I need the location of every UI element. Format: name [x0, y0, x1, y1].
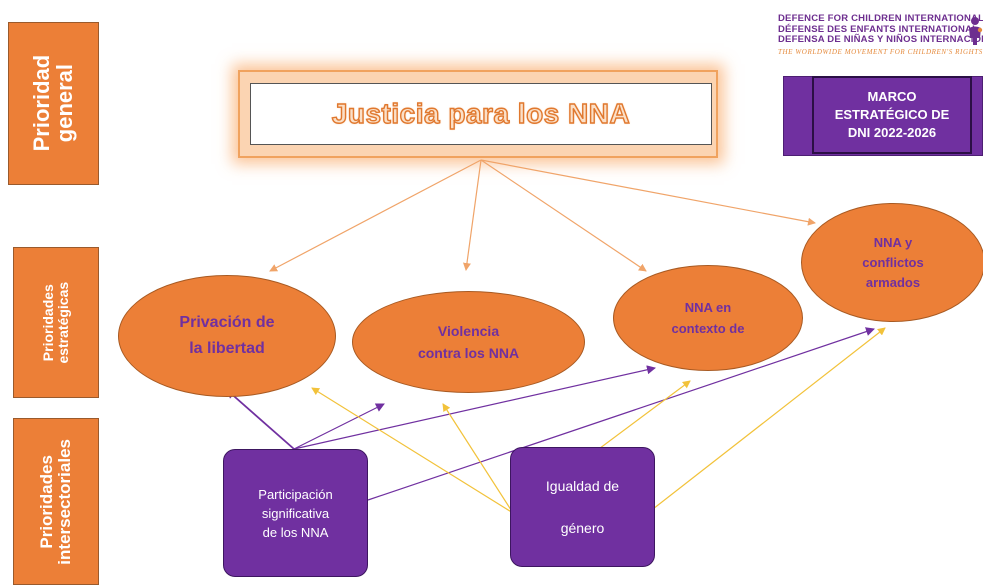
- arrow-participacion-to-contexto: [293, 365, 656, 450]
- logo-line: DEFENCE FOR CHILDREN INTERNATIONAL: [778, 13, 983, 24]
- intersectoral-label: Participación significativa de los NNA: [258, 486, 333, 540]
- intersectoral-participacion: Participación significativa de los NNA: [223, 449, 368, 577]
- strategic-privacion-libertad: Privación de la libertad: [118, 275, 336, 397]
- children-figure-icon: [969, 17, 983, 45]
- arrow-title-to-conflictos: [480, 159, 816, 226]
- strategic-contexto: NNA en contexto de: [613, 265, 803, 371]
- arrow-title-to-violencia: [462, 159, 482, 271]
- title-box: Justicia para los NNA: [250, 83, 712, 145]
- arrow-participacion-to-violencia: [293, 403, 385, 450]
- arrow-title-to-privacion: [269, 159, 482, 272]
- logo-line: DEFENSA DE NIÑAS Y NIÑOS INTERNACIONAL: [778, 34, 983, 45]
- strategic-conflictos-armados: NNA y conflictos armados: [801, 203, 983, 322]
- strategic-label: Violencia contra los NNA: [417, 323, 520, 361]
- arrow-igualdad-to-privacion: [311, 387, 514, 514]
- arrow-participacion-to-privacion: [226, 389, 295, 450]
- strategic-label: NNA y conflictos armados: [862, 234, 924, 290]
- side-label-strategic-priorities: Prioridades estratégicas: [13, 247, 99, 398]
- arrow-participacion-to-conflictos: [367, 327, 875, 501]
- side-label-priority-general: Prioridad general: [8, 22, 99, 185]
- arrow-igualdad-to-conflictos: [652, 327, 886, 510]
- intersectoral-label: Igualdad de género: [545, 477, 620, 536]
- logo-tagline: THE WORLDWIDE MOVEMENT FOR CHILDREN'S RI…: [778, 47, 983, 56]
- logo-line: DÉFENSE DES ENFANTS INTERNATIONAL: [778, 23, 979, 35]
- strategic-label: Privación de la libertad: [179, 314, 275, 357]
- marco-text: MARCO ESTRATÉGICO DE DNI 2022-2026: [834, 89, 950, 140]
- arrow-title-to-contexto: [480, 159, 647, 272]
- diagram-title: Justicia para los NNA: [331, 97, 631, 129]
- strategic-label: NNA en contexto de: [671, 300, 745, 336]
- dci-logo: DEFENCE FOR CHILDREN INTERNATIONAL DÉFEN…: [778, 13, 983, 66]
- strategic-violencia: Violencia contra los NNA: [352, 291, 585, 393]
- marco-box: MARCO ESTRATÉGICO DE DNI 2022-2026: [812, 76, 972, 154]
- arrow-igualdad-to-violencia: [442, 403, 514, 514]
- intersectoral-igualdad-genero: Igualdad de género: [510, 447, 655, 567]
